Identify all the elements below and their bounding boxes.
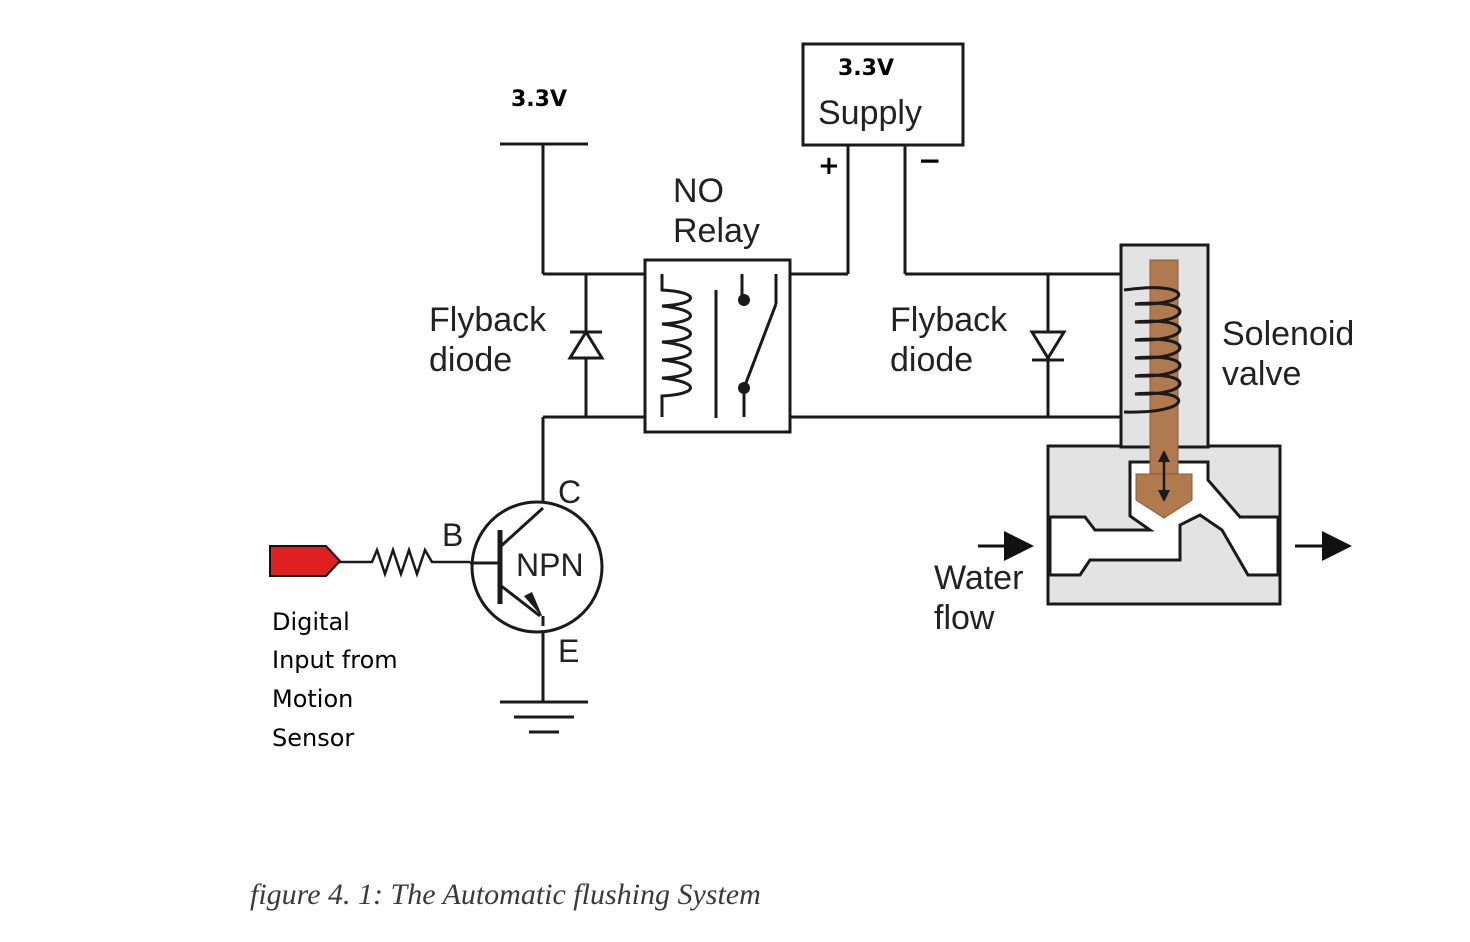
figure-caption: figure 4. 1: The Automatic flushing Syst… — [250, 878, 761, 911]
input-line4: Sensor — [272, 724, 354, 752]
base-resistor — [336, 546, 470, 578]
transistor-collector: C — [558, 474, 581, 510]
supply-minus: − — [918, 144, 941, 177]
flyback-diode-right — [1029, 330, 1067, 362]
solenoid-line2: valve — [1222, 355, 1301, 393]
relay-line1: NO — [673, 172, 724, 210]
flyback-right-line1: Flyback — [890, 301, 1008, 339]
transistor-type: NPN — [516, 547, 584, 583]
relay-line2: Relay — [673, 212, 760, 250]
input-line1: Digital — [272, 608, 350, 636]
water-line2: flow — [934, 599, 995, 637]
npn-transistor — [470, 500, 604, 634]
input-line3: Motion — [272, 685, 353, 713]
supply-plus: + — [818, 151, 840, 181]
supply-voltage: 3.3V — [838, 56, 894, 81]
wires — [541, 145, 1124, 702]
flyback-diode-left — [567, 329, 605, 360]
transistor-base: B — [442, 517, 463, 553]
transistor-emitter: E — [558, 633, 579, 669]
flyback-left-line2: diode — [429, 341, 512, 379]
relay — [643, 258, 792, 434]
input-line2: Input from — [272, 646, 398, 674]
solenoid-line1: Solenoid — [1222, 315, 1354, 353]
vcc-label: 3.3V — [511, 87, 567, 112]
supply-label: Supply — [818, 94, 922, 132]
solenoid-valve — [1046, 243, 1282, 606]
flyback-right-line2: diode — [890, 341, 973, 379]
ground-symbol — [500, 700, 588, 734]
supply-box — [801, 42, 965, 147]
input-pin — [269, 545, 342, 577]
water-line1: Water — [934, 559, 1023, 597]
vcc-rail — [500, 142, 588, 274]
flyback-left-line1: Flyback — [429, 301, 547, 339]
